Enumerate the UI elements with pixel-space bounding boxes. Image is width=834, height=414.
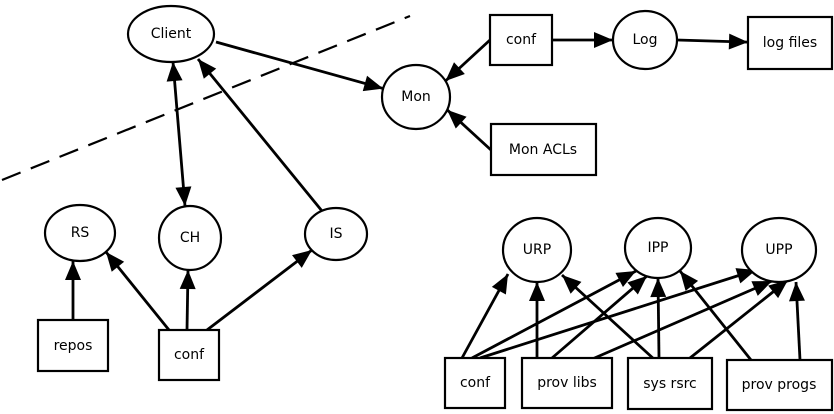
node-urp: URP bbox=[501, 216, 573, 284]
node-sys-rsrc-label: sys rsrc bbox=[643, 376, 697, 392]
node-is: IS bbox=[303, 206, 369, 262]
edge-prov-libs-to-ipp-arrowhead bbox=[627, 276, 647, 295]
edge-conf-left-to-rs-arrowhead bbox=[106, 252, 125, 272]
node-rs-label: RS bbox=[71, 225, 90, 241]
edge-sys-rsrc-to-upp bbox=[689, 278, 789, 360]
edge-conf-right-to-urp-arrowhead bbox=[491, 274, 508, 295]
node-mon-acls-label: Mon ACLs bbox=[509, 142, 577, 158]
edge-prov-libs-to-upp bbox=[589, 279, 773, 362]
edge-prov-libs-to-urp-arrowhead bbox=[529, 282, 545, 301]
edge-sys-rsrc-to-upp-arrowhead bbox=[768, 280, 788, 299]
node-conf-right: conf bbox=[443, 356, 507, 410]
node-client: Client bbox=[126, 4, 216, 64]
edge-prov-progs-to-ipp-arrowhead bbox=[680, 271, 699, 291]
edge-prov-libs-to-upp-arrowhead bbox=[751, 281, 772, 296]
edge-sys-rsrc-to-urp bbox=[561, 273, 656, 362]
node-conf-top: conf bbox=[488, 13, 554, 67]
node-prov-libs: prov libs bbox=[520, 356, 614, 410]
node-ch-label: CH bbox=[180, 230, 200, 246]
edge-client-to-mon-arrowhead bbox=[362, 75, 384, 92]
edge-conf-left-to-is bbox=[206, 248, 313, 332]
node-repos-label: repos bbox=[54, 338, 93, 354]
node-prov-libs-label: prov libs bbox=[537, 375, 597, 391]
node-rs: RS bbox=[43, 203, 117, 263]
edge-repos-to-rs-arrowhead bbox=[65, 261, 81, 280]
node-prov-progs-label: prov progs bbox=[742, 377, 817, 393]
node-client-label: Client bbox=[151, 26, 192, 42]
node-ipp-label: IPP bbox=[647, 240, 668, 256]
edge-conf-right-to-upp bbox=[479, 268, 757, 360]
edge-ch-to-client bbox=[171, 61, 187, 207]
edge-ch-to-client-arrowtail bbox=[175, 186, 192, 206]
edge-prov-progs-to-upp-arrowhead bbox=[788, 282, 805, 302]
edge-conf-left-to-ch-arrowhead bbox=[179, 270, 196, 290]
edge-is-to-client-arrowhead bbox=[198, 59, 217, 79]
node-conf-top-label: conf bbox=[506, 32, 537, 48]
node-conf-left-label: conf bbox=[174, 347, 205, 363]
node-mon: Mon bbox=[380, 63, 452, 131]
edge-conf-left-to-is-arrowhead bbox=[292, 250, 312, 268]
edge-mon-acls-to-mon-arrowhead bbox=[447, 109, 467, 129]
edge-client-to-mon bbox=[215, 40, 384, 90]
node-conf-left: conf bbox=[157, 328, 221, 382]
node-log-files: log files bbox=[746, 15, 834, 71]
node-urp-label: URP bbox=[523, 242, 551, 258]
trust-boundary-line bbox=[1, 14, 411, 182]
node-upp: UPP bbox=[740, 216, 818, 284]
node-log-label: Log bbox=[632, 32, 657, 48]
edge-conf-right-to-ipp bbox=[471, 269, 637, 360]
edge-conf-top-to-mon-arrowhead bbox=[445, 62, 465, 82]
edge-sys-rsrc-to-urp-arrowhead bbox=[562, 275, 582, 294]
node-is-label: IS bbox=[329, 226, 342, 242]
node-mon-acls: Mon ACLs bbox=[489, 122, 598, 177]
node-upp-label: UPP bbox=[765, 242, 792, 258]
edge-log-to-log-files-arrowhead bbox=[728, 33, 748, 50]
node-log: Log bbox=[611, 9, 679, 71]
edge-sys-rsrc-to-ipp-arrowhead bbox=[650, 278, 667, 298]
node-log-files-label: log files bbox=[763, 35, 817, 51]
edge-prov-libs-to-ipp bbox=[551, 274, 648, 360]
node-mon-label: Mon bbox=[401, 89, 431, 105]
node-repos: repos bbox=[36, 318, 110, 373]
edge-is-to-client bbox=[196, 58, 324, 212]
node-sys-rsrc: sys rsrc bbox=[626, 356, 714, 411]
edge-conf-top-to-log-arrowhead bbox=[594, 32, 613, 48]
node-ch: CH bbox=[157, 204, 223, 272]
edge-ch-to-client-arrowhead bbox=[166, 62, 183, 82]
node-ipp: IPP bbox=[623, 216, 693, 280]
node-conf-right-label: conf bbox=[460, 375, 491, 391]
node-prov-progs: prov progs bbox=[725, 358, 834, 412]
edge-conf-right-to-ipp-arrowhead bbox=[615, 271, 636, 287]
